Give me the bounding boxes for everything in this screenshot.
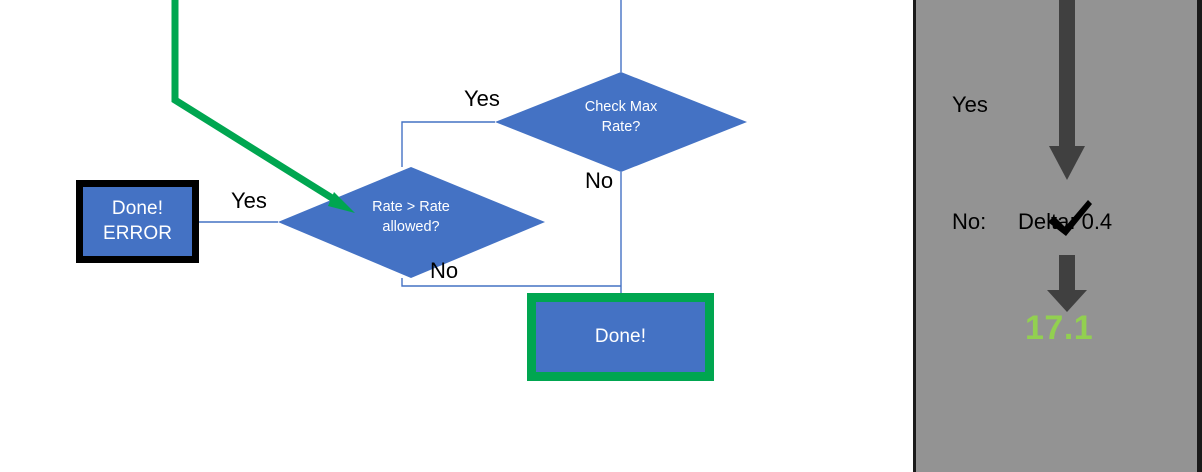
down-arrow-icon-lower bbox=[1047, 255, 1087, 312]
edge-label-no-from-check-max: No bbox=[585, 168, 614, 193]
decision-check-max-rate[interactable] bbox=[495, 72, 747, 172]
edge-label-yes-to-error: Yes bbox=[231, 188, 267, 213]
green-highlight-path bbox=[171, 0, 342, 206]
green-highlight-arrowhead bbox=[328, 192, 355, 213]
terminal-done[interactable]: Done! bbox=[527, 293, 714, 381]
edge-label-no-from-rate: No bbox=[430, 258, 459, 283]
terminal-done-error[interactable]: Done! ERROR bbox=[76, 180, 199, 263]
side-panel: Yes No: Delta: 0.4 17.1 bbox=[913, 0, 1202, 472]
connector-check-max-yes bbox=[401, 121, 495, 167]
down-arrow-icon-upper bbox=[1049, 0, 1085, 180]
side-panel-graphics bbox=[1047, 0, 1087, 312]
panel-delta-value: Delta: 0.4 bbox=[1018, 209, 1113, 234]
terminal-done-error-line1: Done! bbox=[111, 198, 164, 220]
terminal-done-label: Done! bbox=[594, 325, 647, 347]
panel-yes-label: Yes bbox=[952, 92, 988, 117]
flowchart-canvas: Rate > Rate allowed? Check Max Rate? Yes… bbox=[76, 0, 747, 381]
connector-rate-no bbox=[401, 278, 621, 287]
check-icon bbox=[1048, 200, 1092, 236]
panel-no-label: No: bbox=[952, 209, 987, 234]
edge-label-yes-to-check-max: Yes bbox=[464, 86, 500, 111]
panel-result-value: 17.1 bbox=[1025, 309, 1094, 347]
flowchart-graphics bbox=[171, 0, 747, 293]
decision-rate-allowed[interactable] bbox=[278, 167, 545, 278]
terminal-done-error-line2: ERROR bbox=[102, 222, 173, 244]
